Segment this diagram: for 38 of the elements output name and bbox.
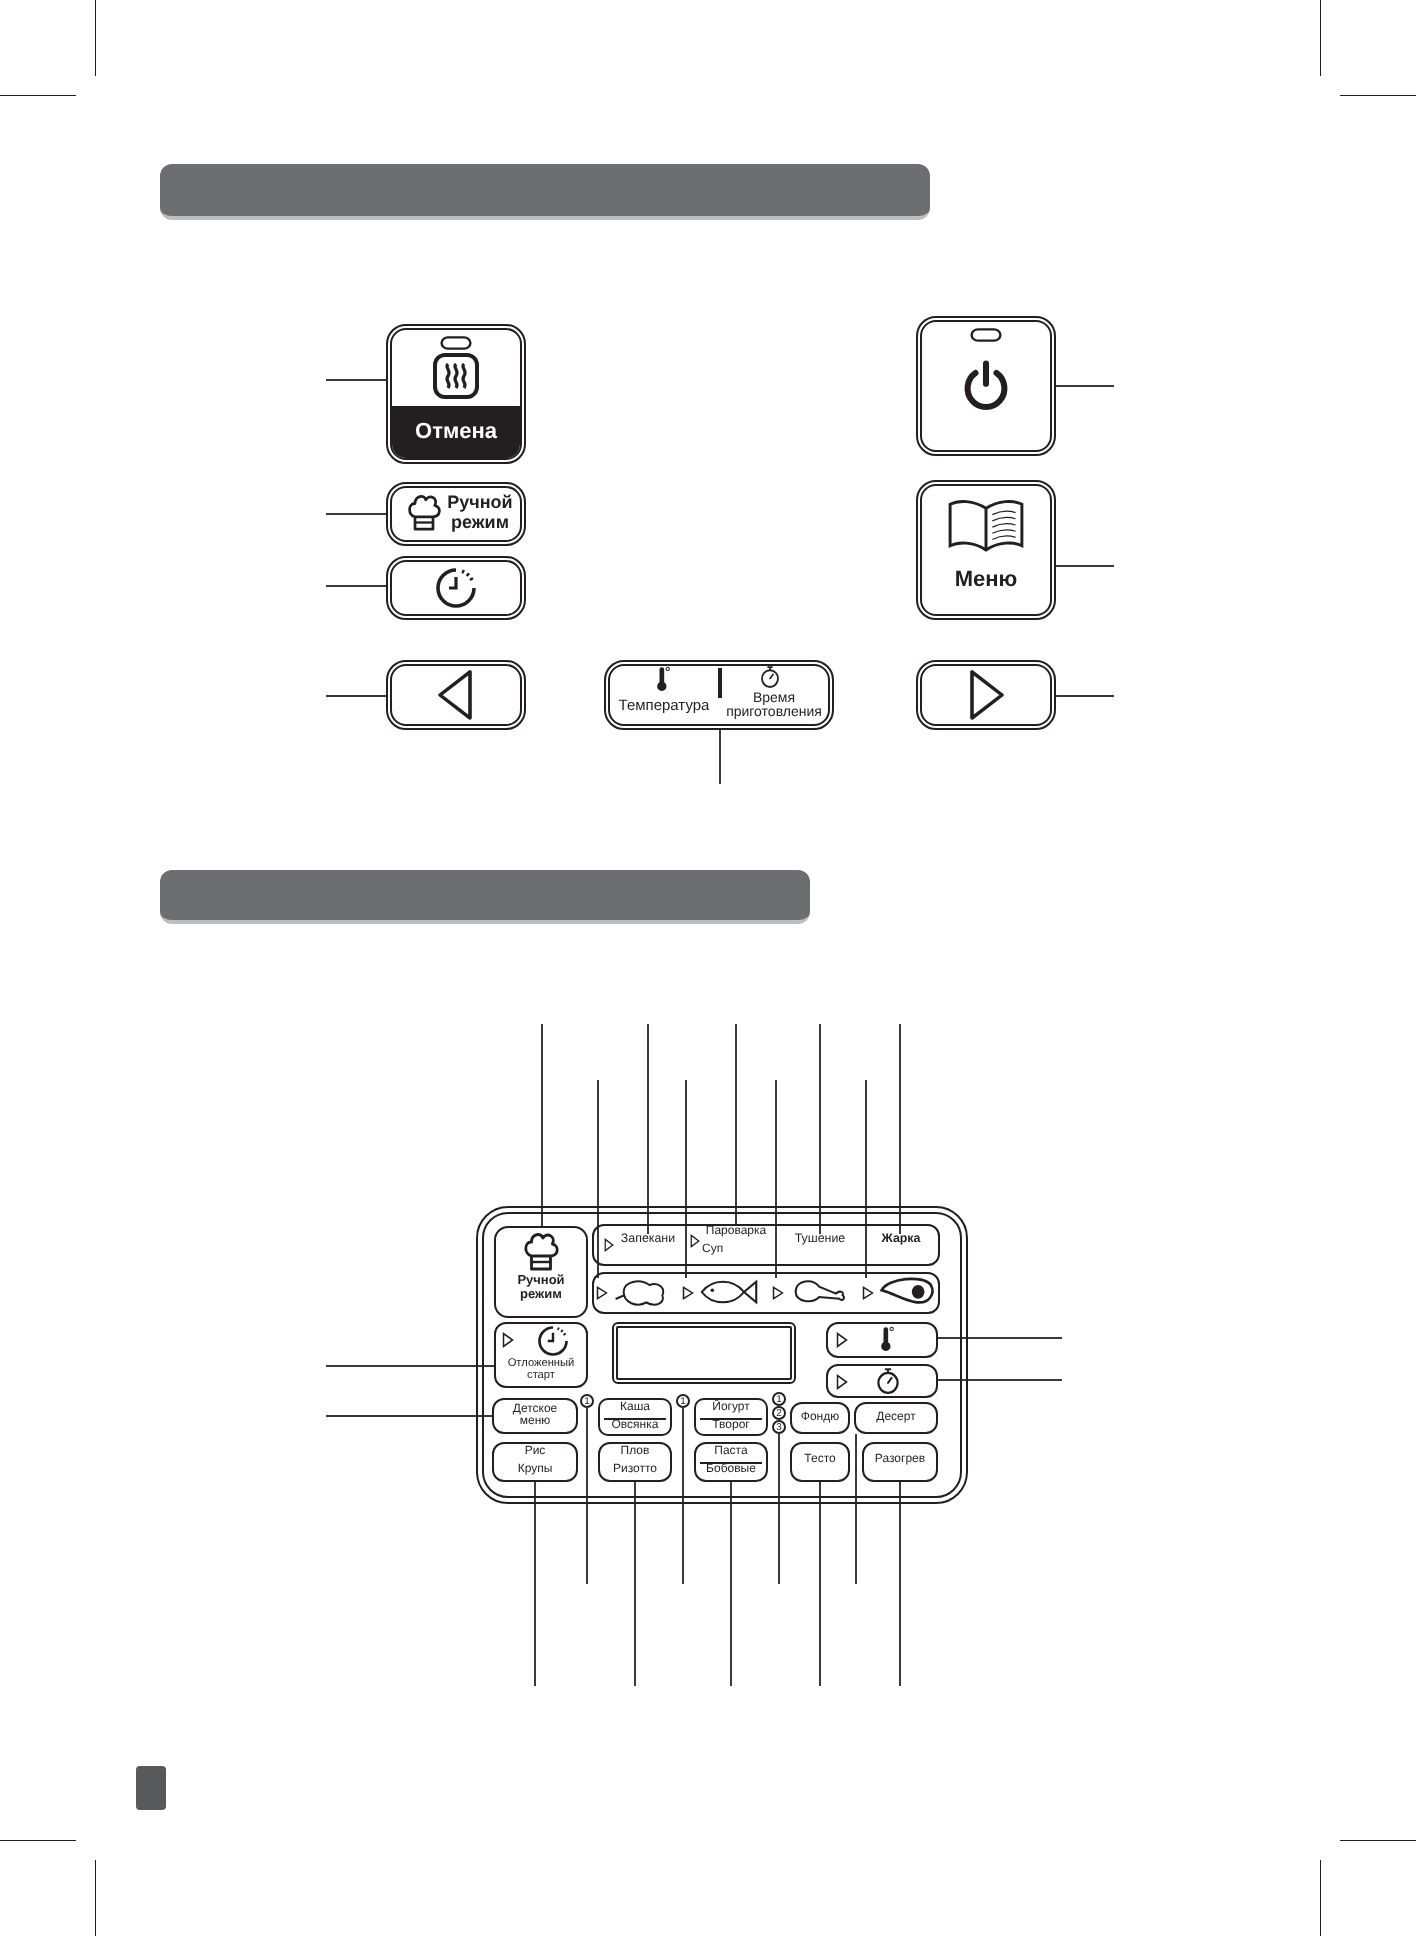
- leader-line: [1055, 695, 1115, 697]
- leader-line: [730, 1481, 732, 1687]
- manual-mode-button: Ручной режим: [386, 482, 526, 546]
- leader-line: [325, 695, 387, 697]
- leader-line: [634, 1481, 636, 1687]
- leader-line: [937, 1337, 1063, 1339]
- leader-line: [325, 513, 387, 515]
- leader-line: [819, 1023, 821, 1235]
- control-panel: [476, 1206, 968, 1504]
- right-arrow-button: [916, 660, 1056, 730]
- leader-line: [719, 729, 721, 785]
- leader-line: [325, 1415, 493, 1417]
- left-arrow-button: [386, 660, 526, 730]
- leader-line: [778, 1433, 780, 1585]
- leader-line: [597, 1079, 599, 1279]
- delayed-start-button: [386, 556, 526, 620]
- leader-line: [647, 1023, 649, 1235]
- leader-line: [1055, 385, 1115, 387]
- leader-line: [735, 1023, 737, 1227]
- cooking-time-button: [826, 1364, 938, 1398]
- display-screen: [612, 1322, 796, 1384]
- leader-line: [819, 1481, 821, 1687]
- leader-line: [325, 1365, 495, 1367]
- leader-line: [855, 1433, 857, 1585]
- temperature-button: [826, 1322, 938, 1358]
- cancel-button: Отмена: [386, 324, 526, 464]
- leader-line: [937, 1379, 1063, 1381]
- leader-line: [899, 1023, 901, 1235]
- menu-button: Меню: [916, 480, 1056, 620]
- leader-line: [865, 1079, 867, 1279]
- leader-line: [541, 1023, 543, 1227]
- leader-line: [685, 1079, 687, 1279]
- leader-line: [1055, 565, 1115, 567]
- leader-line: [325, 585, 387, 587]
- leader-line: [534, 1481, 536, 1687]
- leader-line: [325, 379, 387, 381]
- power-button: [916, 316, 1056, 456]
- leader-line: [899, 1481, 901, 1687]
